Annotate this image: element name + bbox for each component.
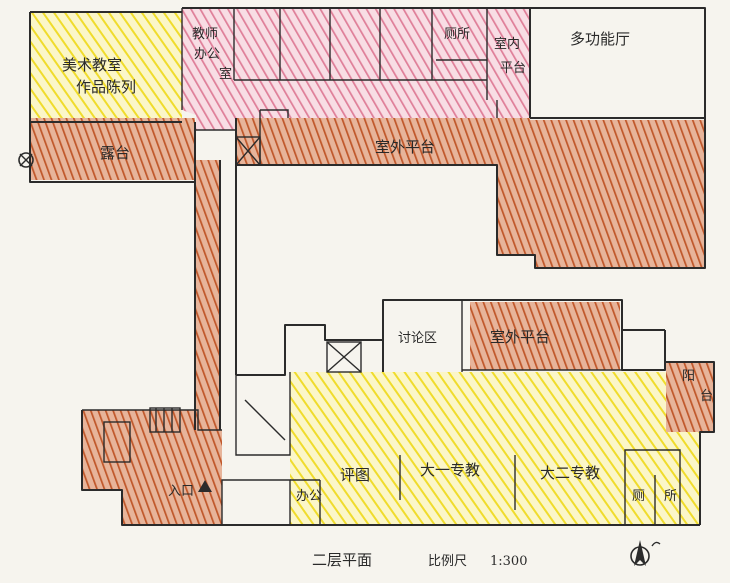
studio-area-fill [290, 372, 700, 525]
art-gallery-fill [30, 12, 182, 122]
label-teacher-1: 教师 [192, 26, 218, 42]
label-terrace-small-2: 台 [700, 389, 713, 404]
lift-box-lower [326, 341, 362, 373]
terrace-left-fill [30, 118, 195, 180]
classroom-band-fill [182, 8, 530, 130]
label-studio-1: 大一专教 [420, 461, 480, 479]
label-toilet-top: 厕所 [444, 27, 470, 42]
label-terrace-center: 室外平台 [375, 138, 435, 156]
wall-right [665, 361, 715, 525]
tree-icon-mark-2 [19, 153, 33, 167]
wall-terrace-center [236, 120, 706, 269]
wall-discussion [382, 299, 666, 372]
label-terrace-left: 露台 [100, 144, 130, 162]
terrace-small-right-fill [666, 362, 714, 432]
wall-terrace-left [29, 122, 195, 183]
entrance-top [82, 409, 222, 431]
wall-entrance [81, 410, 222, 526]
label-teacher-3: 室 [219, 66, 232, 82]
stair-well [235, 372, 291, 456]
stair-top [260, 109, 289, 118]
scale-value: 1:300 [490, 554, 527, 569]
label-teacher-2: 办公 [194, 47, 220, 62]
north-arrow-icon [630, 540, 661, 566]
tree-icon [18, 152, 34, 168]
label-discussion: 讨论区 [398, 331, 437, 346]
lift-x2 [326, 341, 362, 373]
terrace-right-fill [470, 302, 620, 370]
stair-box-2 [149, 407, 181, 433]
elevator-x2 [235, 136, 261, 166]
label-storage-1: 室内 [494, 36, 520, 52]
plan-title: 二层平面 [312, 551, 372, 569]
stair-box-1 [103, 421, 131, 463]
label-reading: 评图 [340, 466, 370, 484]
label-art-gallery-2: 作品陈列 [76, 78, 136, 96]
office-walls [221, 479, 291, 525]
entrance-arrow-icon [198, 480, 212, 492]
label-toilet-bottom-1: 厕 [632, 489, 645, 504]
label-studio-2: 大二专教 [540, 464, 600, 482]
label-multi-hall: 多功能厅 [570, 30, 630, 48]
label-art-gallery-1: 美术教室 [62, 56, 122, 74]
label-storage-2: 平台 [500, 61, 526, 76]
label-terrace-right: 室外平台 [490, 328, 550, 346]
toilet-walls [624, 449, 681, 525]
terrace-center-fill [236, 118, 705, 268]
label-terrace-small-1: 阳 [682, 369, 695, 384]
corridor-fill [196, 160, 220, 430]
label-bottom-office: 办公 [296, 489, 322, 504]
wall-top [182, 7, 706, 120]
stair-diag [244, 399, 286, 441]
label-entrance: 入口 [168, 484, 194, 499]
scale-label: 比例尺 [428, 554, 467, 569]
label-toilet-bottom-2: 所 [664, 489, 677, 504]
entrance-area-fill [82, 410, 222, 525]
